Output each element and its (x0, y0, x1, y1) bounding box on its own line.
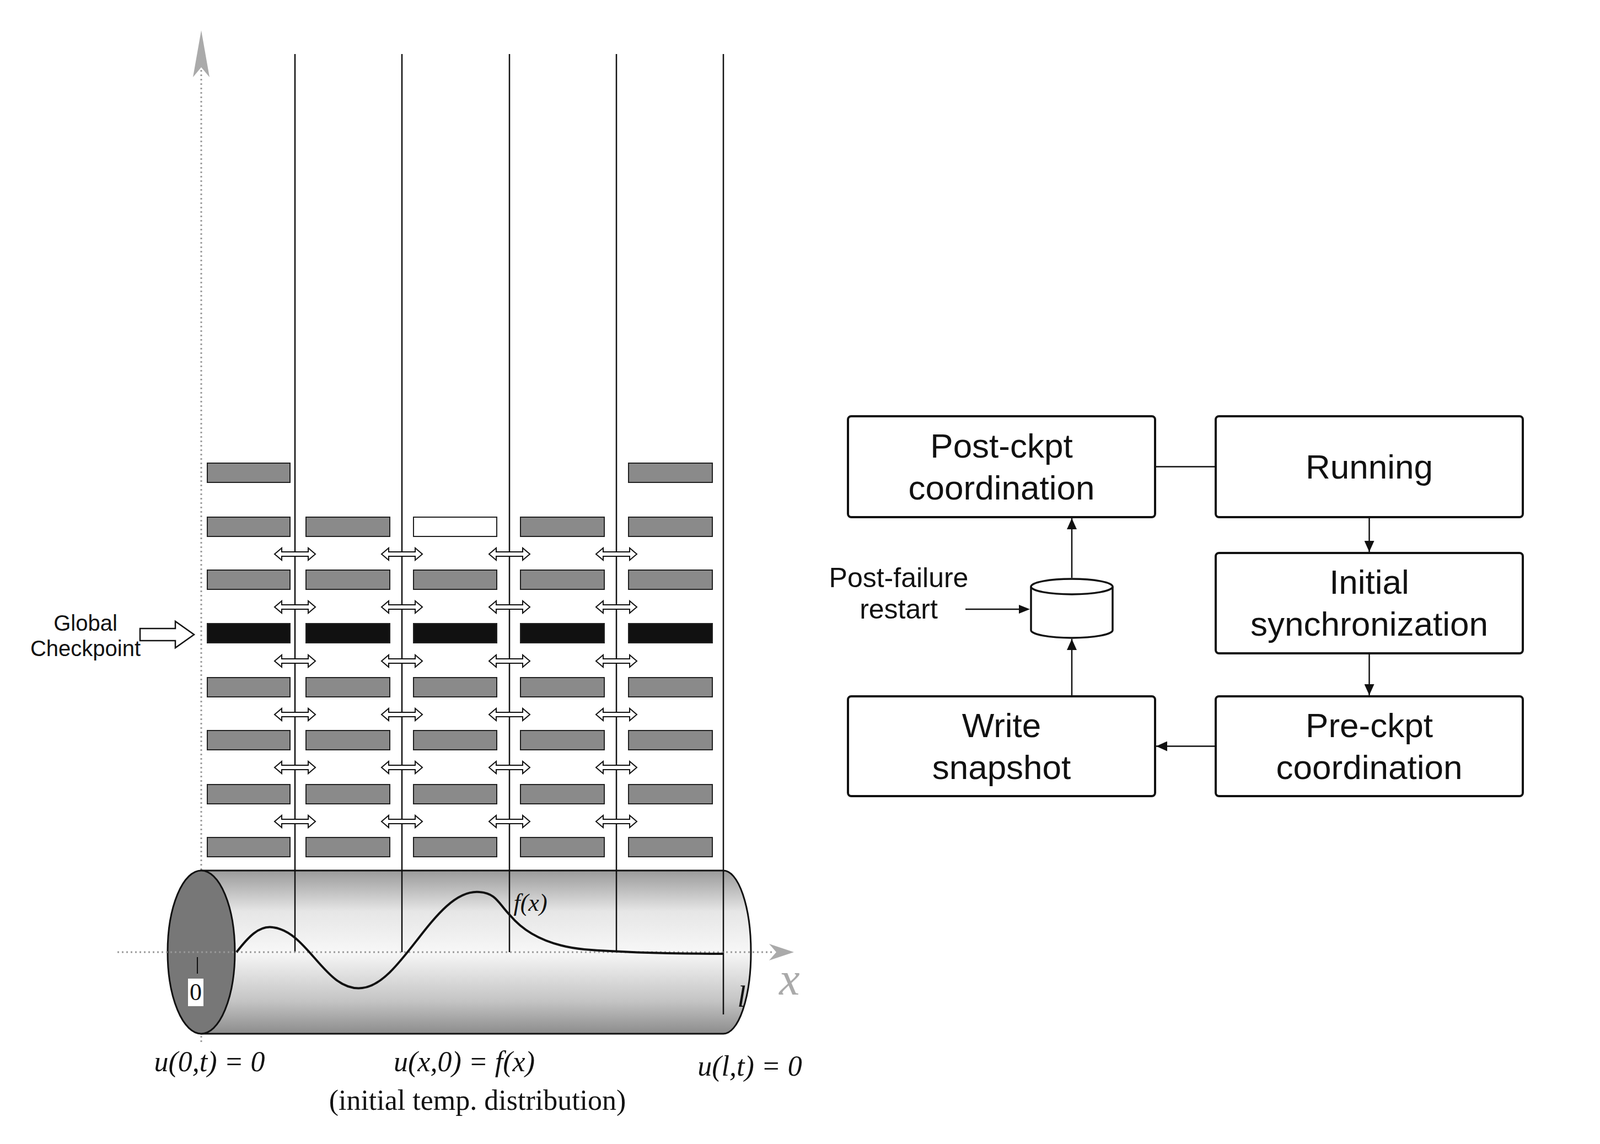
timestep-bar (305, 784, 390, 804)
timestep-bar (628, 517, 713, 537)
halo-exchange (489, 654, 530, 668)
timestep-bar (207, 463, 291, 483)
timestep-bar (207, 837, 291, 857)
origin-tick (196, 957, 198, 974)
timestep-bar (628, 784, 713, 804)
box-text: Write snapshot (910, 704, 1093, 788)
timestep-bar (207, 570, 291, 590)
timestep-bar (413, 784, 497, 804)
coordination-box: Post-ckpt coordination (846, 415, 1157, 519)
halo-exchange (274, 654, 316, 668)
halo-exchange (274, 708, 316, 721)
partition-lines (294, 54, 724, 871)
timestep-bar (628, 463, 713, 483)
timestep-bar (413, 837, 497, 857)
halo-exchange (381, 708, 423, 721)
flow-connector (1368, 654, 1371, 696)
timestep-bar (305, 570, 390, 590)
box-text: Running (1305, 446, 1433, 488)
exchange-arrows (274, 548, 637, 828)
caption-note: (initial temp. distribution) (329, 1083, 627, 1118)
axis-label: x (779, 952, 800, 1007)
timestep-bar (305, 837, 390, 857)
timestep-bar (628, 730, 713, 750)
restart-arrow-head (1018, 604, 1030, 614)
rod-partitions (294, 870, 724, 1015)
flow-connector (1368, 518, 1371, 552)
timestep-bar (305, 730, 390, 750)
restart-arrow (965, 608, 1022, 611)
restart-label: Post-failure restart (815, 562, 982, 626)
halo-exchange (489, 815, 530, 828)
timestep-bar (413, 730, 497, 750)
box-text: Pre-ckpt coordination (1226, 704, 1513, 788)
timestep-bar (520, 784, 605, 804)
timestep-bar (305, 623, 390, 643)
timestep-bar (207, 784, 291, 804)
halo-exchange (596, 548, 637, 561)
halo-exchange (274, 600, 316, 614)
halo-exchange (274, 815, 316, 828)
checkpoint-pointer (140, 621, 195, 648)
flow-connector (1071, 639, 1073, 696)
flow-connector (1156, 465, 1215, 468)
function-label: f(x) (513, 889, 547, 918)
timestep-bar (207, 730, 291, 750)
snapshot-box: Write snapshot (846, 695, 1157, 798)
halo-exchange (596, 815, 637, 828)
boundary-condition: u(l,t) = 0 (697, 1049, 803, 1083)
halo-exchange (489, 761, 530, 774)
box-text: Post-ckpt coordination (858, 425, 1146, 509)
checkpoint-label: Global Checkpoint (26, 610, 146, 662)
timestep-bar (305, 677, 390, 697)
timestep-bars (207, 463, 713, 857)
halo-exchange (596, 708, 637, 721)
halo-exchange (596, 654, 637, 668)
timestep-bar (520, 677, 605, 697)
halo-exchange (381, 654, 423, 668)
timestep-bar (305, 517, 390, 537)
timestep-bar (207, 677, 291, 697)
coordination-box: Pre-ckpt coordination (1214, 695, 1524, 798)
timestep-bar (207, 623, 291, 643)
timestep-bar (413, 623, 497, 643)
timestep-bar (413, 517, 497, 537)
halo-exchange (381, 600, 423, 614)
halo-exchange (381, 548, 423, 561)
timestep-bar (520, 570, 605, 590)
initial-condition: u(x,0) = f(x) (393, 1045, 535, 1079)
timestep-bar (628, 623, 713, 643)
timestep-bar (628, 677, 713, 697)
halo-exchange (274, 761, 316, 774)
flow-connector (1071, 518, 1073, 578)
timestep-bar (520, 517, 605, 537)
box-text: Initial synchronization (1223, 561, 1516, 645)
temperature-curve (236, 892, 724, 989)
snapshot-storage (1031, 578, 1113, 638)
timestep-bar (413, 677, 497, 697)
halo-exchange (489, 708, 530, 721)
state-box: Running (1214, 415, 1524, 519)
boundary-condition: u(0,t) = 0 (153, 1045, 265, 1079)
halo-exchange (596, 600, 637, 614)
halo-exchange (274, 548, 316, 561)
timestep-bar (628, 570, 713, 590)
origin-label: 0 (188, 978, 204, 1007)
halo-exchange (489, 600, 530, 614)
halo-exchange (489, 548, 530, 561)
y-axis-head (192, 30, 210, 78)
halo-exchange (381, 761, 423, 774)
timestep-bar (520, 730, 605, 750)
timestep-bar (520, 837, 605, 857)
length-label: l (737, 979, 746, 1014)
halo-exchange (381, 815, 423, 828)
flow-connector (1156, 745, 1215, 748)
halo-exchange (596, 761, 637, 774)
timestep-bar (628, 837, 713, 857)
sync-box: Initial synchronization (1214, 551, 1524, 655)
timestep-bar (207, 517, 291, 537)
timestep-bar (413, 570, 497, 590)
timestep-bar (520, 623, 605, 643)
